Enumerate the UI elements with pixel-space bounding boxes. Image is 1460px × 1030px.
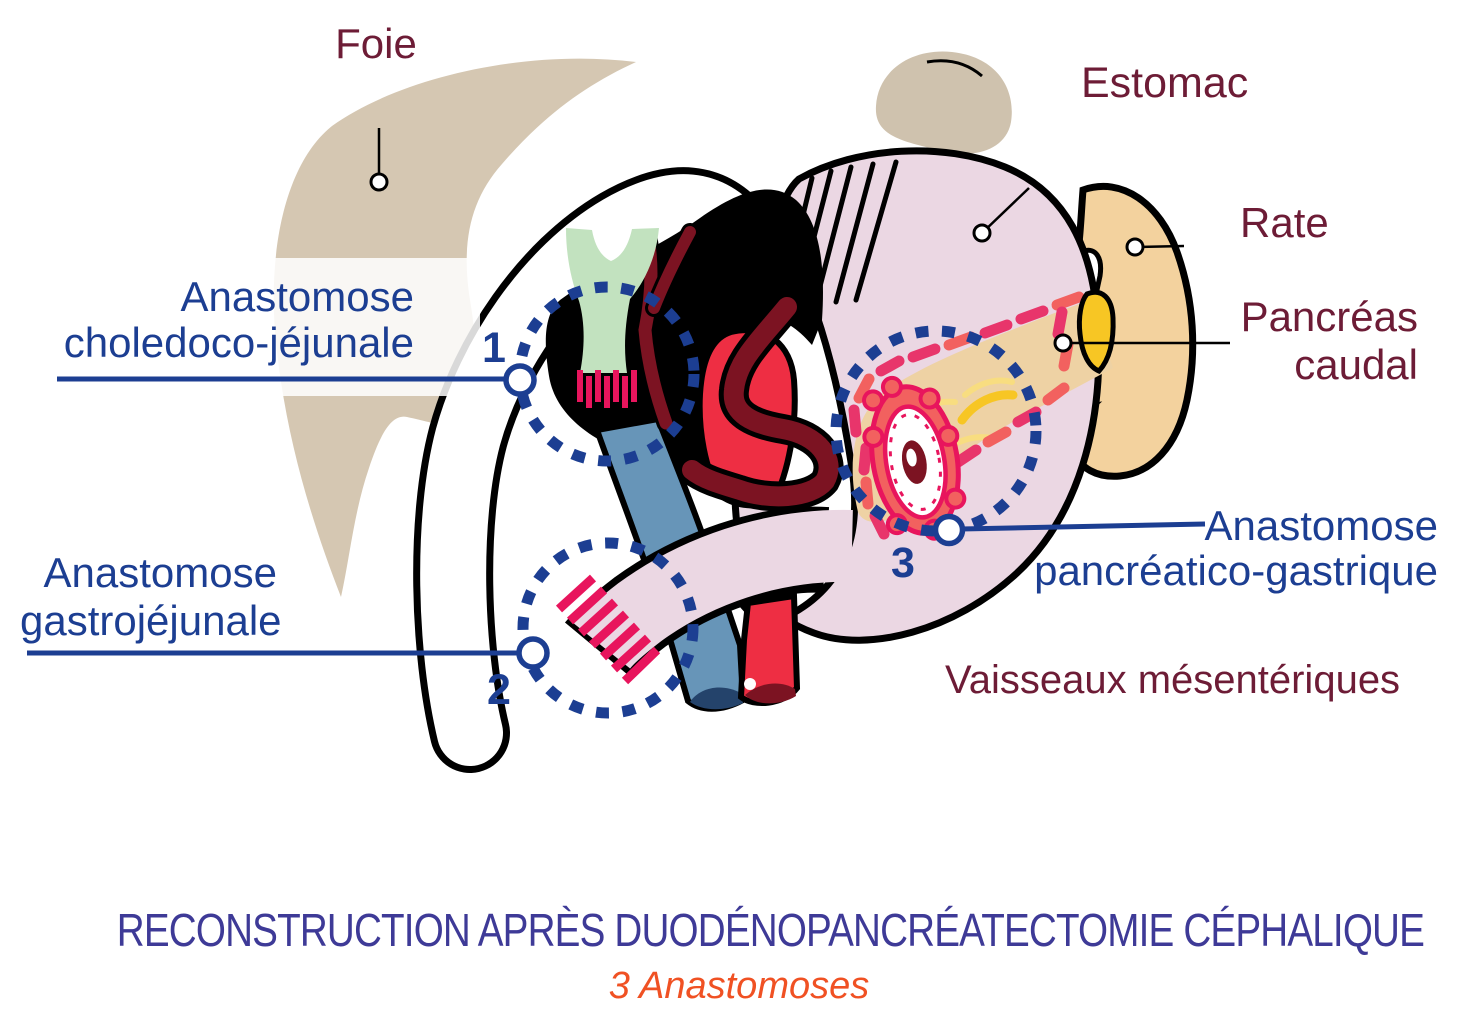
vessels-dot: [744, 678, 756, 690]
anastomosis-1-number: 1: [482, 324, 506, 372]
figure-subtitle: 3 Anastomoses: [608, 965, 870, 1007]
mesenteric-artery-shape: [737, 592, 801, 706]
anastomosis-1-label: Anastomose choledoco-jéjunale: [64, 274, 414, 366]
leader-line-3: [960, 521, 1206, 532]
anastomosis-3-number: 3: [891, 539, 915, 587]
anastomosis-2-circle: [517, 537, 699, 719]
esophagus-stump-shape: [875, 51, 1012, 154]
splenic-vessel-yellow: [1076, 289, 1116, 374]
anastomosis-3-label-line1: Anastomose: [1204, 502, 1438, 549]
anastomosis-2-number: 2: [487, 666, 511, 714]
marker-3: [932, 513, 966, 547]
pancreatic-stump: [862, 375, 967, 541]
marker-1: [503, 363, 537, 397]
anastomosis-2-label-line2: gastrojéjunale: [20, 597, 282, 644]
anastomosis-1-label-line1: Anastomose: [180, 273, 414, 320]
suture-marks-gastrojejunal: [555, 574, 661, 685]
caudal-pancreas-label: Pancréas caudal: [1241, 293, 1418, 389]
spleen-label: Rate: [1240, 199, 1329, 246]
anastomosis-2-label: Anastomose gastrojéjunale: [20, 549, 282, 645]
stomach-antrum-shape: [564, 506, 853, 679]
label-1-backdrop: [21, 258, 480, 396]
stomach-pointer-dot: [972, 223, 992, 243]
artery-cut-lumen: [745, 683, 796, 704]
splenic-artery-arc: [957, 390, 1018, 425]
anastomosis-3-circle: [830, 325, 1042, 537]
vein-cut-lumen: [690, 687, 743, 710]
mesenteric-vessels-label: Vaisseaux mésentériques: [945, 658, 1401, 702]
bile-duct-shape: [566, 228, 659, 408]
caudal-pancreas-label-line2: caudal: [1294, 341, 1418, 388]
marker-2: [516, 636, 550, 670]
stomach-pointer-line: [981, 187, 1030, 234]
suture-marks-choledocojejunal: [577, 370, 637, 408]
figure-title: RECONSTRUCTION APRÈS DUODÉNOPANCRÉATECTO…: [116, 904, 1425, 956]
stomach-label: Estomac: [1081, 59, 1249, 107]
pancreas-shape: [848, 289, 1116, 541]
leader-lines: [21, 128, 1230, 690]
anastomosis-3-label-line2: pancréatico-gastrique: [1034, 547, 1438, 594]
anastomosis-1-label-line2: choledoco-jéjunale: [63, 319, 414, 366]
liver-label: Foie: [335, 20, 417, 67]
anastomosis-2-label-line1: Anastomose: [43, 549, 277, 596]
liver-pointer-dot: [369, 172, 389, 192]
pancreas-pointer-dot: [1053, 333, 1073, 353]
caudal-pancreas-label-line1: Pancréas: [1240, 293, 1418, 340]
spleen-pointer-dot: [1125, 237, 1145, 257]
anastomosis-3-label: Anastomose pancréatico-gastrique: [1034, 503, 1438, 593]
